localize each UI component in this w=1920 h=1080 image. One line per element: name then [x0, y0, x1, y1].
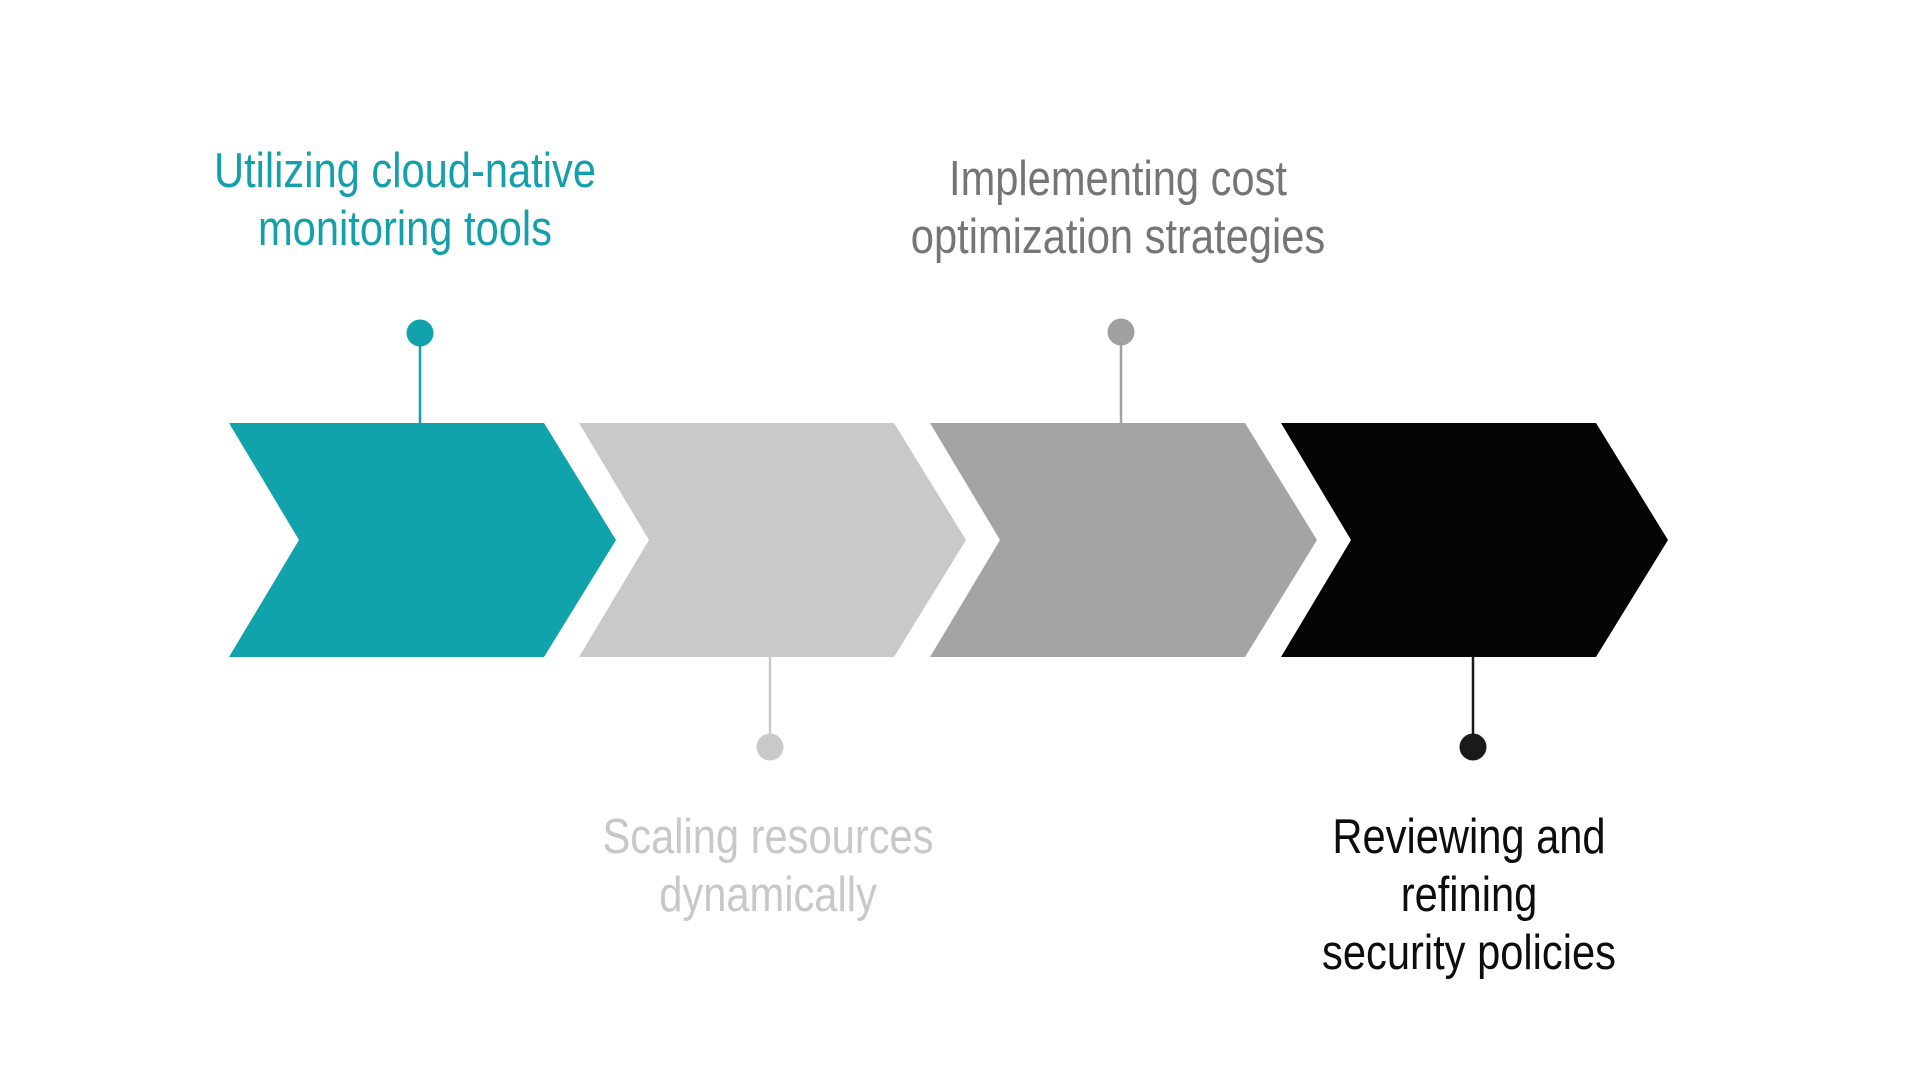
step-3-label: Implementing cost optimization strategie…	[910, 152, 1326, 264]
step-2-dot	[756, 733, 784, 761]
step-3-dot	[1107, 318, 1135, 346]
step-1-chevron	[229, 423, 616, 657]
step-2-chevron	[579, 423, 966, 657]
step-4-chevron	[1281, 423, 1668, 657]
step-1-label: Utilizing cloud-native monitoring tools	[214, 144, 596, 256]
step-3-chevron	[930, 423, 1317, 657]
step-4-dot	[1459, 733, 1487, 761]
step-1-dot	[406, 319, 434, 347]
step-2-label: Scaling resources dynamically	[602, 810, 934, 922]
step-4-label: Reviewing and refining security policies	[1322, 810, 1616, 980]
